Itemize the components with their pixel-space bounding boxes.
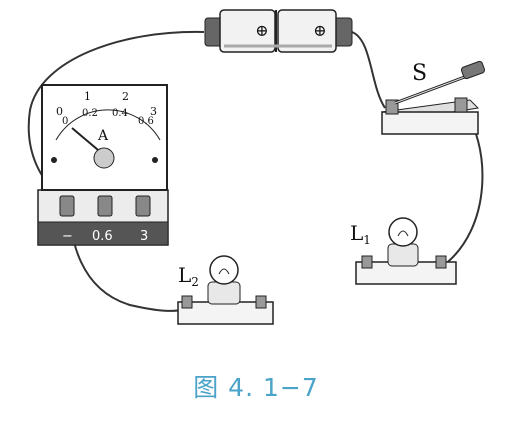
battery: ⊕ ⊕ [204, 9, 353, 53]
ammeter-scale-bottom-1: 0.2 [82, 108, 98, 119]
ammeter-terminal-3: 3 [140, 229, 148, 244]
wire-battery-to-switch [351, 31, 386, 109]
switch-label: S [412, 61, 427, 86]
lamp-l2: L2 [177, 255, 274, 325]
ammeter-scale-bottom-3: 0.6 [138, 116, 154, 127]
figure-caption: 图 4. 1−7 [193, 373, 319, 402]
ammeter-scale-top-2: 2 [122, 90, 129, 103]
lamp-l1-label: L1 [350, 221, 371, 247]
ammeter-scale-bottom-2: 0.4 [112, 108, 128, 119]
ammeter: 0 1 2 3 0 0.2 0.4 0.6 A − 0.6 3 [37, 84, 169, 246]
lamp-l1: L1 [350, 217, 457, 285]
lamp-l2-label: L2 [178, 263, 199, 289]
switch: S [381, 60, 486, 135]
battery-plus-sign-2: ⊕ [313, 21, 326, 40]
battery-plus-sign-1: ⊕ [255, 21, 268, 40]
ammeter-scale-top-1: 1 [84, 90, 91, 103]
ammeter-terminal-negative: − [62, 229, 73, 244]
circuit-diagram: ⊕ ⊕ S 0 1 2 3 0 0.2 0.4 0.6 A − [27, 9, 486, 325]
ammeter-scale-top-0: 0 [56, 105, 63, 118]
ammeter-scale-top-3: 3 [150, 105, 157, 118]
ammeter-unit: A [97, 128, 109, 144]
ammeter-terminal-0-6: 0.6 [92, 229, 113, 244]
ammeter-scale-bottom-0: 0 [62, 116, 68, 127]
